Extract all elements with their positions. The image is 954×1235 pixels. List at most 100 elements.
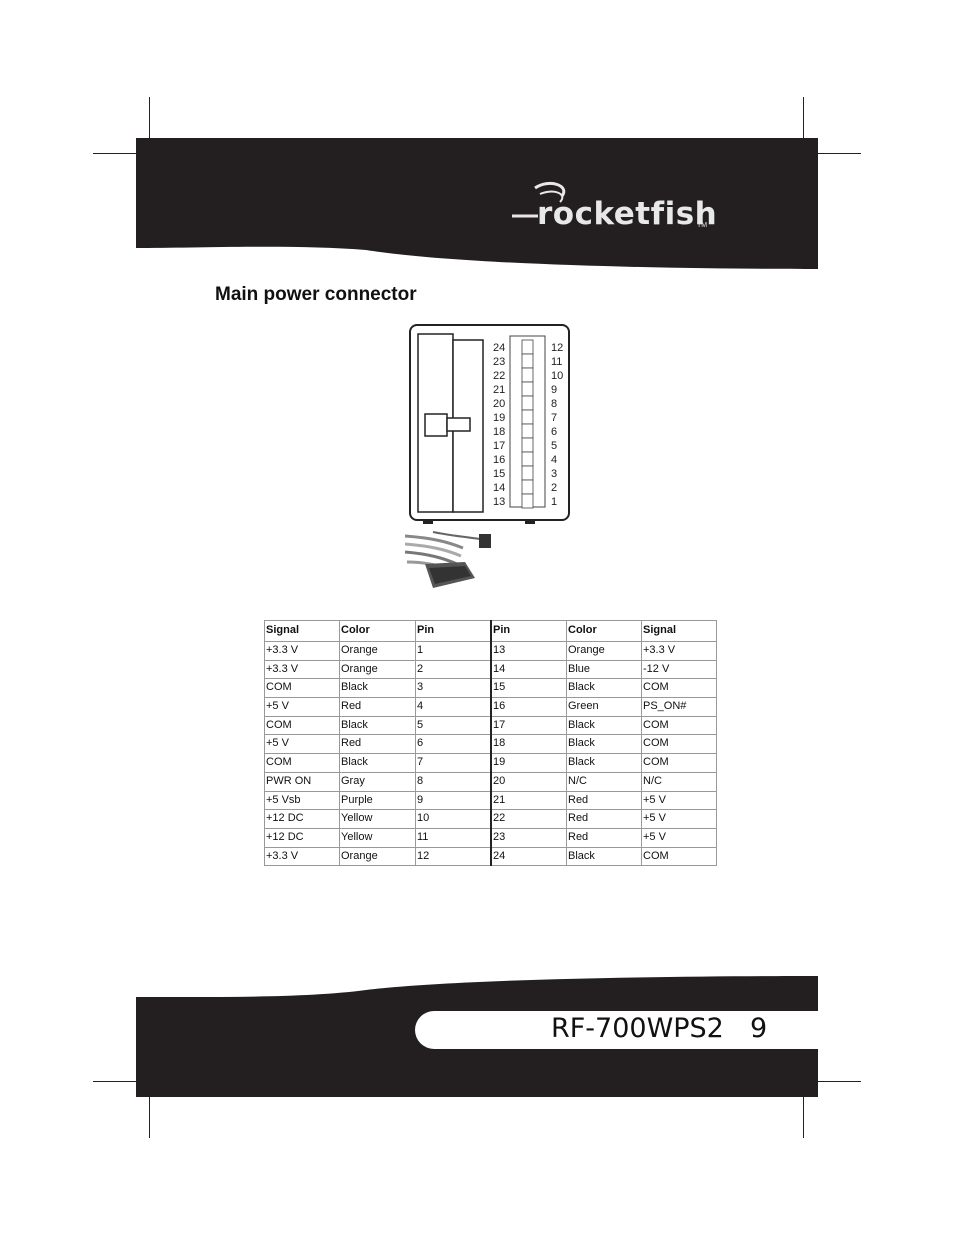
column-header-pin: Pin — [490, 620, 567, 642]
cell-signal: PWR ON — [264, 771, 340, 792]
column-header-signal: Signal — [641, 620, 717, 642]
cell-signal: PS_ON# — [641, 697, 717, 717]
crop-mark — [149, 97, 150, 139]
crop-mark — [803, 97, 804, 139]
crop-mark — [93, 1081, 136, 1082]
cell-color: Red — [566, 809, 642, 829]
cell-pin: 7 — [415, 753, 492, 773]
pin-label-right: 10 — [551, 370, 563, 382]
cell-color: N/C — [566, 771, 642, 792]
column-header-signal: Signal — [264, 620, 340, 642]
cell-signal: COM — [641, 734, 717, 755]
logo-wordmark: rocketfish — [537, 196, 718, 232]
pin-cell — [521, 409, 534, 425]
header-band — [136, 138, 818, 269]
cell-signal: COM — [641, 753, 717, 773]
cell-color: Green — [566, 697, 642, 717]
cell-pin: 19 — [490, 753, 567, 773]
cell-color: Gray — [339, 771, 416, 792]
cell-pin: 24 — [490, 846, 567, 867]
pin-label-right: 8 — [551, 398, 557, 410]
cell-pin: 17 — [490, 715, 567, 736]
pin-label-left: 24 — [493, 342, 505, 354]
pin-label-left: 14 — [493, 482, 505, 494]
column-header-pin: Pin — [415, 620, 492, 642]
pin-cell — [521, 423, 534, 439]
cell-pin: 13 — [490, 641, 567, 661]
model-number: RF-700WPS2 — [551, 1013, 724, 1044]
pin-label-left: 13 — [493, 496, 505, 508]
cell-color: Purple — [339, 790, 416, 811]
crop-mark — [818, 153, 861, 154]
cell-color: Orange — [339, 846, 416, 867]
cell-signal: +3.3 V — [264, 846, 340, 867]
pin-label-right: 7 — [551, 412, 557, 424]
rocketfish-logo-swoosh-icon — [512, 182, 566, 218]
pin-label-right: 11 — [551, 356, 562, 368]
table-header-row: Signal Color Pin Pin Color Signal — [264, 620, 717, 642]
pin-label-left: 20 — [493, 398, 505, 410]
cell-color: Black — [339, 753, 416, 773]
cell-color: Red — [339, 734, 416, 755]
pin-cell — [521, 353, 534, 369]
pin-cell — [521, 339, 534, 355]
cell-pin: 21 — [490, 790, 567, 811]
cell-pin: 2 — [415, 659, 492, 680]
cell-color: Yellow — [339, 827, 416, 848]
cell-signal: +3.3 V — [641, 641, 717, 661]
pin-label-right: 2 — [551, 482, 557, 494]
cell-signal: COM — [641, 715, 717, 736]
pin-cell — [521, 493, 534, 509]
pin-label-left: 21 — [493, 384, 505, 396]
cell-color: Blue — [566, 659, 642, 680]
pin-label-left: 19 — [493, 412, 505, 424]
cell-pin: 1 — [415, 641, 492, 661]
cell-pin: 16 — [490, 697, 567, 717]
cell-color: Orange — [339, 659, 416, 680]
cell-color: Red — [566, 790, 642, 811]
cell-signal: +5 V — [641, 790, 717, 811]
connector-cable-photo — [404, 531, 491, 588]
column-header-color: Color — [339, 620, 416, 642]
pin-cell — [521, 381, 534, 397]
cell-color: Orange — [339, 641, 416, 661]
pin-label-right: 4 — [551, 454, 557, 466]
cell-color: Red — [339, 697, 416, 717]
cell-signal: +5 Vsb — [264, 790, 340, 811]
cell-signal: COM — [264, 753, 340, 773]
pin-label-left: 23 — [493, 356, 505, 368]
cell-signal: +5 V — [641, 827, 717, 848]
cell-pin: 22 — [490, 809, 567, 829]
pinout-table: Signal Color Pin Pin Color Signal +3.3 V… — [264, 620, 717, 867]
cell-color: Orange — [566, 641, 642, 661]
cell-pin: 23 — [490, 827, 567, 848]
cell-signal: -12 V — [641, 659, 717, 680]
cell-pin: 4 — [415, 697, 492, 717]
footer-title-pill — [415, 1011, 818, 1049]
cell-pin: 18 — [490, 734, 567, 755]
pin-label-left: 22 — [493, 370, 505, 382]
pin-cell — [521, 465, 534, 481]
pin-label-left: 18 — [493, 426, 505, 438]
cell-color: Black — [566, 678, 642, 699]
cell-pin: 10 — [415, 809, 492, 829]
cell-pin: 8 — [415, 771, 492, 792]
crop-mark — [93, 153, 136, 154]
pin-label-right: 12 — [551, 342, 563, 354]
cell-color: Black — [566, 734, 642, 755]
pin-cell — [521, 395, 534, 411]
crop-mark — [818, 1081, 861, 1082]
pin-label-left: 15 — [493, 468, 505, 480]
pin-label-left: 16 — [493, 454, 505, 466]
crop-mark — [149, 1097, 150, 1138]
page-number: 9 — [750, 1013, 768, 1044]
cell-color: Red — [566, 827, 642, 848]
